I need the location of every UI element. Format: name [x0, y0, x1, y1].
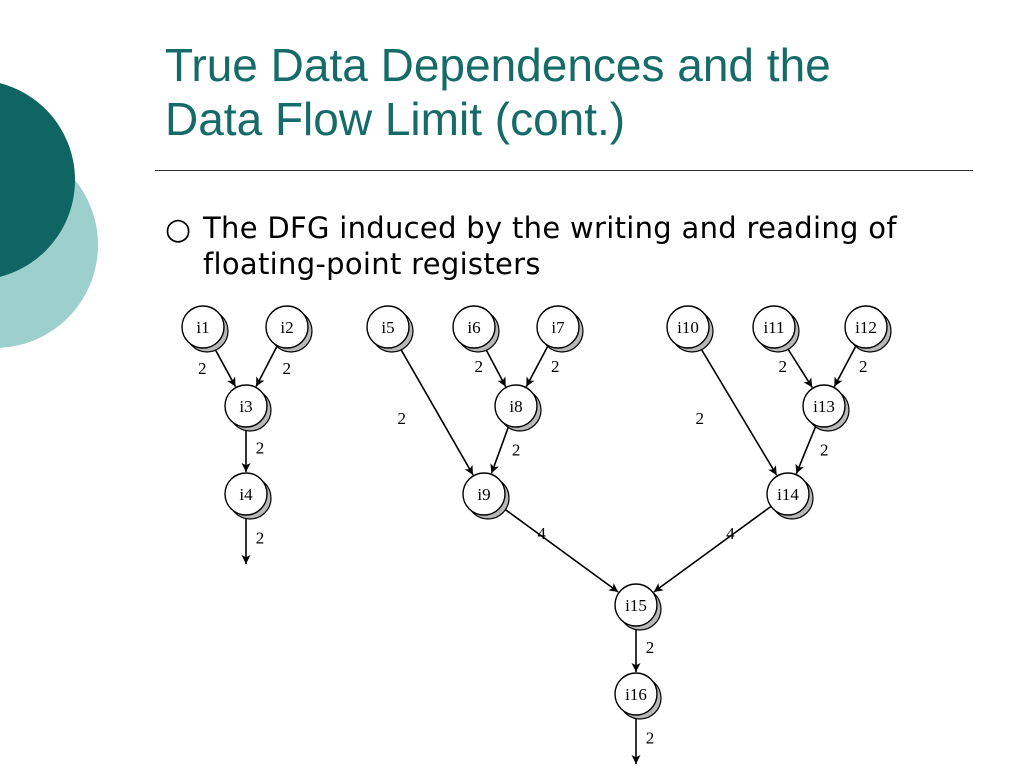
edge-weight-label: 2 — [282, 359, 291, 378]
slide-title: True Data Dependences and the Data Flow … — [165, 38, 985, 146]
edge-weight-label: 4 — [537, 524, 546, 543]
node-i6: i6 — [452, 305, 500, 353]
node-label: i9 — [477, 485, 490, 504]
edge-i2-i3 — [255, 345, 279, 387]
edge-i13-i14 — [795, 425, 817, 474]
node-label: i5 — [381, 318, 394, 337]
node-circle — [224, 472, 268, 516]
bullet-text: The DFG induced by the writing and readi… — [203, 211, 897, 281]
node-circle — [752, 305, 796, 349]
node-circle — [224, 384, 268, 428]
node-i15: i15 — [614, 583, 662, 631]
node-label: i11 — [763, 318, 784, 337]
edge-i7-i8 — [525, 345, 549, 387]
node-circle — [494, 384, 538, 428]
node-i8: i8 — [494, 384, 542, 432]
edge-i5-i9 — [397, 344, 474, 476]
node-i10: i10 — [666, 305, 714, 353]
node-label: i7 — [551, 318, 565, 337]
node-i11: i11 — [752, 305, 800, 353]
node-label: i13 — [813, 397, 835, 416]
node-circle — [614, 583, 658, 627]
nodes-layer: i1 i2 i3 i4 i5 i6 i7 i8 i9 i10 i11 i12 i13 i14 i15 i16 — [181, 305, 892, 720]
node-i1: i1 — [181, 305, 229, 353]
edge-i1-i3 — [212, 345, 237, 388]
node-circle — [536, 305, 580, 349]
node-i13: i13 — [802, 384, 850, 432]
node-i5: i5 — [366, 305, 414, 353]
node-i4: i4 — [224, 472, 272, 520]
edge-weight-label: 2 — [512, 441, 521, 460]
node-label: i8 — [509, 397, 522, 416]
node-circle — [614, 672, 658, 716]
hollow-circle-bullet-icon: ○ — [165, 212, 192, 247]
node-circle — [181, 305, 225, 349]
node-circle — [844, 305, 888, 349]
node-label: i10 — [677, 318, 699, 337]
node-circle — [265, 305, 309, 349]
node-i2: i2 — [265, 305, 313, 353]
edge-i11-i13 — [784, 344, 813, 388]
edges-layer: 2 2 2 2 2 2 2 2 2 2 2 2 4 4 2 2 — [198, 344, 868, 764]
node-i7: i7 — [536, 305, 584, 353]
edge-weight-label: 2 — [551, 357, 560, 376]
edge-weight-label: 4 — [726, 524, 735, 543]
edge-weight-label: 2 — [646, 729, 655, 748]
edge-weight-label: 2 — [256, 439, 265, 458]
node-label: i6 — [467, 318, 480, 337]
node-label: i14 — [777, 485, 799, 504]
slide-title-line-2: Data Flow Limit (cont.) — [165, 93, 626, 145]
edge-weight-label: 2 — [820, 441, 829, 460]
edge-weight-label: 2 — [646, 638, 655, 657]
edge-weight-label: 2 — [859, 357, 868, 376]
edge-i8-i9 — [490, 425, 510, 474]
node-circle — [766, 472, 810, 516]
edge-weight-label: 2 — [398, 409, 407, 428]
edge-i6-i8 — [483, 345, 507, 387]
node-label: i12 — [855, 318, 877, 337]
title-divider — [155, 170, 973, 171]
node-label: i15 — [625, 596, 647, 615]
edge-weight-label: 2 — [778, 357, 787, 376]
edge-i9-i15 — [500, 505, 619, 593]
node-i16: i16 — [614, 672, 662, 720]
node-label: i16 — [625, 685, 647, 704]
node-i9: i9 — [462, 472, 510, 520]
edge-i12-i13 — [833, 345, 857, 387]
node-circle — [666, 305, 710, 349]
decorative-circles — [0, 83, 98, 348]
edge-weight-label: 2 — [256, 529, 265, 548]
node-label: i1 — [196, 318, 209, 337]
edge-i10-i14 — [698, 344, 778, 476]
node-circle — [452, 305, 496, 349]
edge-weight-label: 2 — [475, 357, 484, 376]
node-label: i3 — [239, 397, 252, 416]
decorative-circle-dark — [0, 83, 75, 277]
node-circle — [462, 472, 506, 516]
node-i3: i3 — [224, 384, 272, 432]
edge-weight-label: 2 — [695, 409, 704, 428]
node-i12: i12 — [844, 305, 892, 353]
node-circle — [802, 384, 846, 428]
slide-title-line-1: True Data Dependences and the — [165, 39, 831, 91]
edge-weight-label: 2 — [198, 359, 207, 378]
node-label: i4 — [239, 485, 253, 504]
edge-i14-i15 — [653, 505, 772, 593]
node-i14: i14 — [766, 472, 814, 520]
node-label: i2 — [280, 318, 293, 337]
node-circle — [366, 305, 410, 349]
